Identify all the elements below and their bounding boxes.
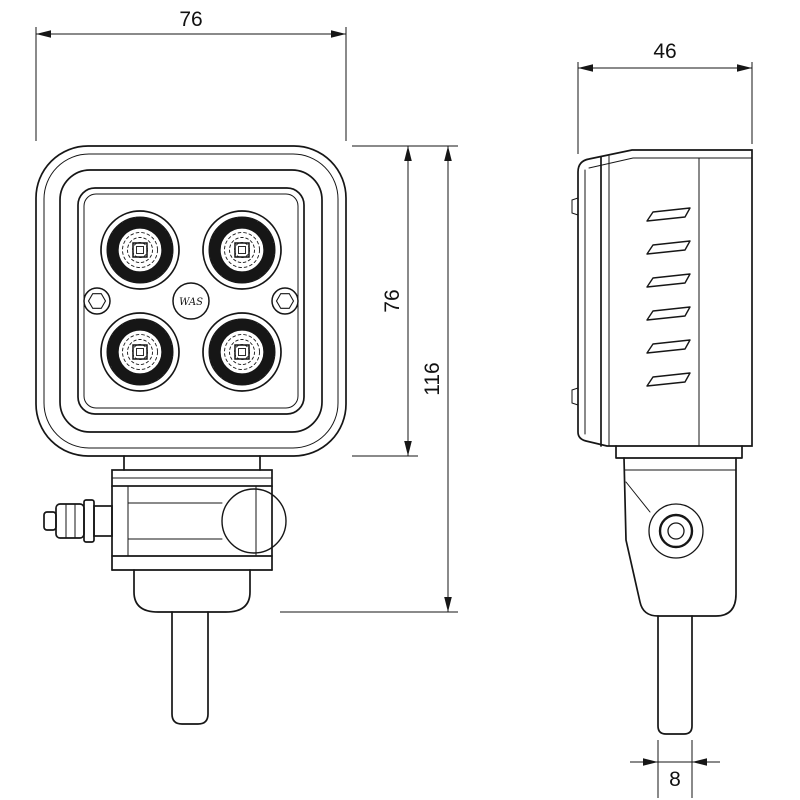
led-lens-bottom-left: [101, 313, 179, 391]
pedestal-band: [615, 445, 743, 459]
lens-clips: [571, 197, 579, 406]
dimension-total-height: 116: [280, 146, 458, 613]
dim-label-total-height: 116: [421, 362, 444, 395]
dim-label-width: 76: [179, 8, 202, 31]
dimension-body-height: 76: [352, 145, 458, 457]
dim-label-body-height: 76: [381, 289, 404, 312]
pivot-knob-front: [221, 488, 287, 554]
pivot-center: [667, 522, 685, 540]
pivot-outer: [648, 503, 704, 559]
fin-1: [646, 207, 691, 222]
brand-logo: WAS: [172, 282, 210, 320]
brand-logo-circle: [172, 282, 210, 320]
led-lens-top-left: [101, 211, 179, 289]
extension-lines-width: [35, 27, 347, 141]
housing-bezel: [59, 169, 323, 433]
bracket-base: [133, 569, 251, 613]
side-view: [571, 149, 753, 735]
mounting-bolt: [43, 499, 113, 543]
dim-label-stud-width: 8: [669, 768, 681, 791]
led-lens-top-right: [203, 211, 281, 289]
dim-label-depth: 46: [653, 40, 676, 63]
fin-4: [646, 306, 691, 321]
bracket-arms-outer: [111, 485, 273, 571]
dimension-stud-width: 8: [630, 740, 720, 798]
dimension-width: 76: [35, 8, 347, 141]
bracket-foot-outline: [623, 457, 737, 617]
mounting-bracket-front: [43, 455, 287, 725]
housing-ring-2: [43, 153, 339, 449]
hex-screw-left-icon: [83, 287, 111, 315]
lens-panel-outer: [77, 187, 305, 415]
foot-edge-line: [625, 481, 651, 513]
extension-lines-depth: [577, 62, 753, 154]
bolt-nut-facets: [65, 503, 76, 539]
led-lens-bottom-right: [203, 313, 281, 391]
fin-6: [646, 372, 691, 387]
pivot-middle: [658, 513, 694, 549]
bolt-collar: [93, 505, 113, 537]
bracket-neck: [123, 455, 261, 471]
mounting-bracket-side: [615, 445, 743, 735]
bracket-base-band: [111, 555, 273, 571]
bolt-tip: [43, 511, 57, 531]
dimension-depth: 46: [577, 40, 753, 154]
mounting-stud-side: [657, 615, 693, 735]
side-body-outline: [577, 149, 753, 447]
top-inner-line: [588, 157, 753, 169]
housing-outer-ring: [35, 145, 347, 457]
fin-5: [646, 339, 691, 354]
fin-3: [646, 273, 691, 288]
front-view: WAS: [35, 145, 347, 725]
hex-screw-right-icon: [271, 287, 299, 315]
bolt-washer: [83, 499, 95, 543]
bracket-arms-inner: [127, 485, 257, 557]
heat-sink-fins: [646, 207, 691, 387]
bracket-axle-lines: [127, 502, 223, 540]
fin-2: [646, 240, 691, 255]
extension-lines-stud: [657, 740, 693, 798]
bolt-nut: [55, 503, 85, 539]
dimensions: 76 76 116 46 8: [35, 8, 753, 798]
mounting-stud-front: [171, 611, 209, 725]
extension-lines-body-height: [352, 145, 458, 457]
brand-logo-text: WAS: [179, 297, 203, 308]
